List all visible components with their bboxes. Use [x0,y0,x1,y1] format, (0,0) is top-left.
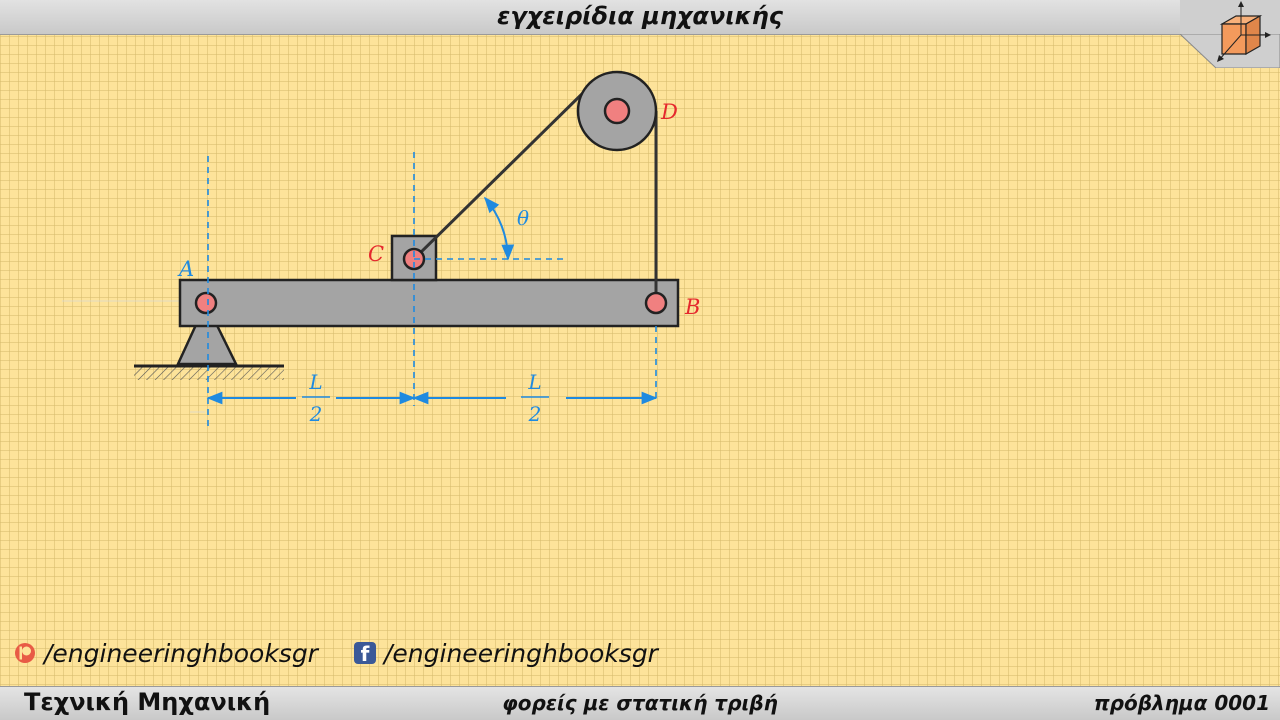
footer-problem-number: πρόβλημα 0001 [1093,691,1270,715]
beam [178,278,680,328]
rope-c-to-pulley [412,86,590,261]
dim-right-numerator: L [527,370,541,394]
footer-course: Τεχνική Μηχανική [24,688,271,716]
cube-logo-icon [1180,0,1280,68]
faint-reaction-arrows [62,300,205,413]
facebook-link[interactable]: f /engineeringhbooksgr [354,636,658,670]
patreon-icon [15,643,35,663]
angle-arc [483,196,515,261]
header-bar: εγχειρίδια μηχανικής [0,0,1280,35]
label-b: B [684,295,700,319]
patreon-link[interactable]: /engineeringhbooksgr [14,636,318,670]
facebook-icon: f [354,642,376,666]
reference-lines [207,152,657,428]
footer-topic: φορείς με στατική τριβή [502,691,778,715]
pin-d [603,97,631,125]
dim-left-numerator: L [308,370,322,394]
pin-a [194,291,218,315]
label-d: D [660,100,678,124]
dim-left-denominator: 2 [309,402,323,426]
label-c: C [368,242,384,266]
footer-bar: φορείς με στατική τριβή Τεχνική Μηχανική… [0,686,1280,720]
pin-support [176,300,239,366]
label-a: A [177,257,194,281]
facebook-handle: /engineeringhbooksgr [384,638,658,668]
ground-hatch [134,366,284,380]
header-title: εγχειρίδια μηχανικής [497,2,783,30]
dim-right-denominator: 2 [528,402,542,426]
label-theta: θ [517,206,529,230]
patreon-handle: /engineeringhbooksgr [44,638,318,668]
pin-b [644,291,668,315]
